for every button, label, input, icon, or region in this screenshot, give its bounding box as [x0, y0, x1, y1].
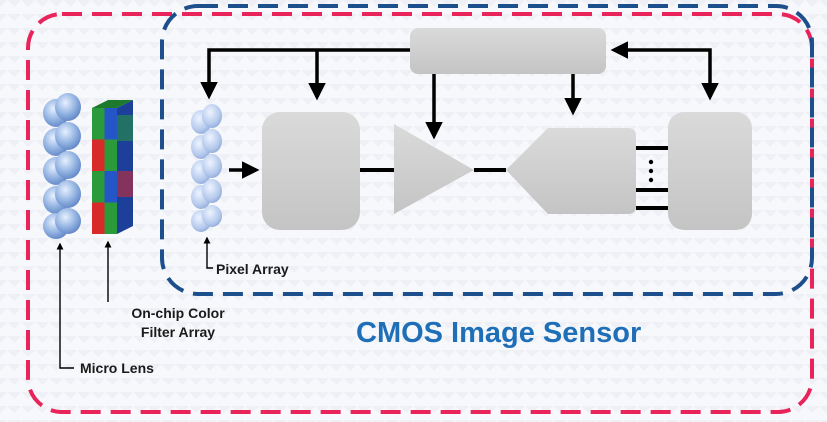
pixel-array-label: Pixel Array: [216, 261, 289, 277]
color-filter-label-line2: Filter Array: [141, 324, 215, 340]
amplifier-triangle: [394, 124, 474, 214]
top-control-block: [410, 28, 606, 74]
output-block: [668, 112, 752, 230]
signal-connectors: [360, 146, 668, 210]
adc-block: [506, 128, 636, 214]
label-leaders: [56, 236, 213, 369]
micro-lens-array: [43, 93, 81, 239]
color-filter-array: [92, 100, 133, 234]
sensor-boundary: [160, 4, 814, 296]
ellipsis-dots: [648, 159, 654, 183]
row-block: [262, 112, 360, 230]
outer-boundary: [26, 12, 814, 414]
control-bus: [200, 41, 719, 140]
micro-lens-label: Micro Lens: [80, 360, 154, 376]
color-filter-label-line1: On-chip Color: [131, 305, 225, 321]
sensor-title: CMOS Image Sensor: [356, 317, 641, 349]
pixel-array: [191, 104, 222, 232]
